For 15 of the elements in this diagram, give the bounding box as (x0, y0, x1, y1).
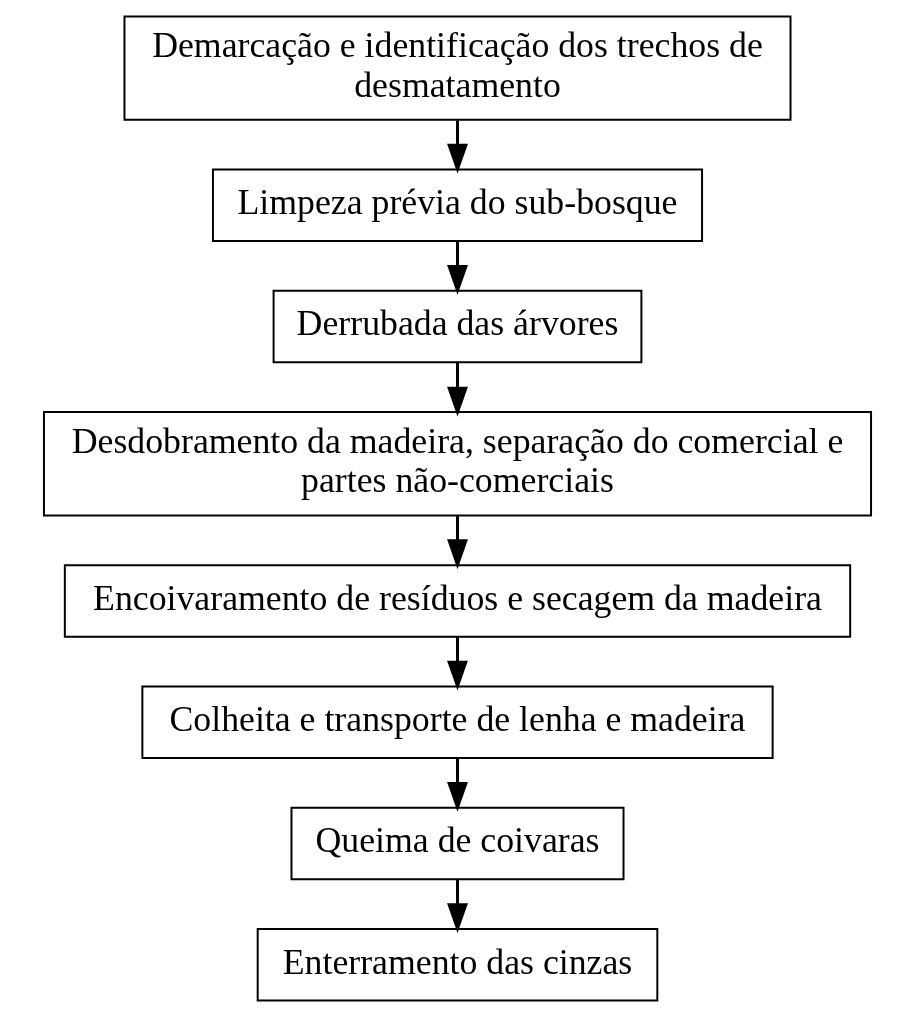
arrow (447, 636, 468, 691)
arrow (447, 758, 468, 812)
node-box: Demarcação e identificação dos trechos de desmatamento (123, 15, 792, 121)
node-box: Encoivaramento de resíduos e secagem da madeira (63, 564, 852, 638)
arrow (447, 362, 468, 417)
node-box: Desdobramento da madeira, separação do comercial e partes não-comerciais (42, 411, 873, 517)
node-box: Derrubada das árvores (272, 289, 643, 364)
node-box: Colheita e transporte de lenha e madeira (141, 685, 774, 759)
node-box: Enterramento das cinzas (256, 928, 659, 1002)
arrow (447, 879, 468, 934)
arrow (447, 241, 468, 295)
arrow (447, 120, 468, 174)
node-box: Limpeza prévia do sub-bosque (211, 168, 704, 243)
arrow (447, 516, 468, 570)
node-box: Queima de coivaras (290, 806, 625, 881)
